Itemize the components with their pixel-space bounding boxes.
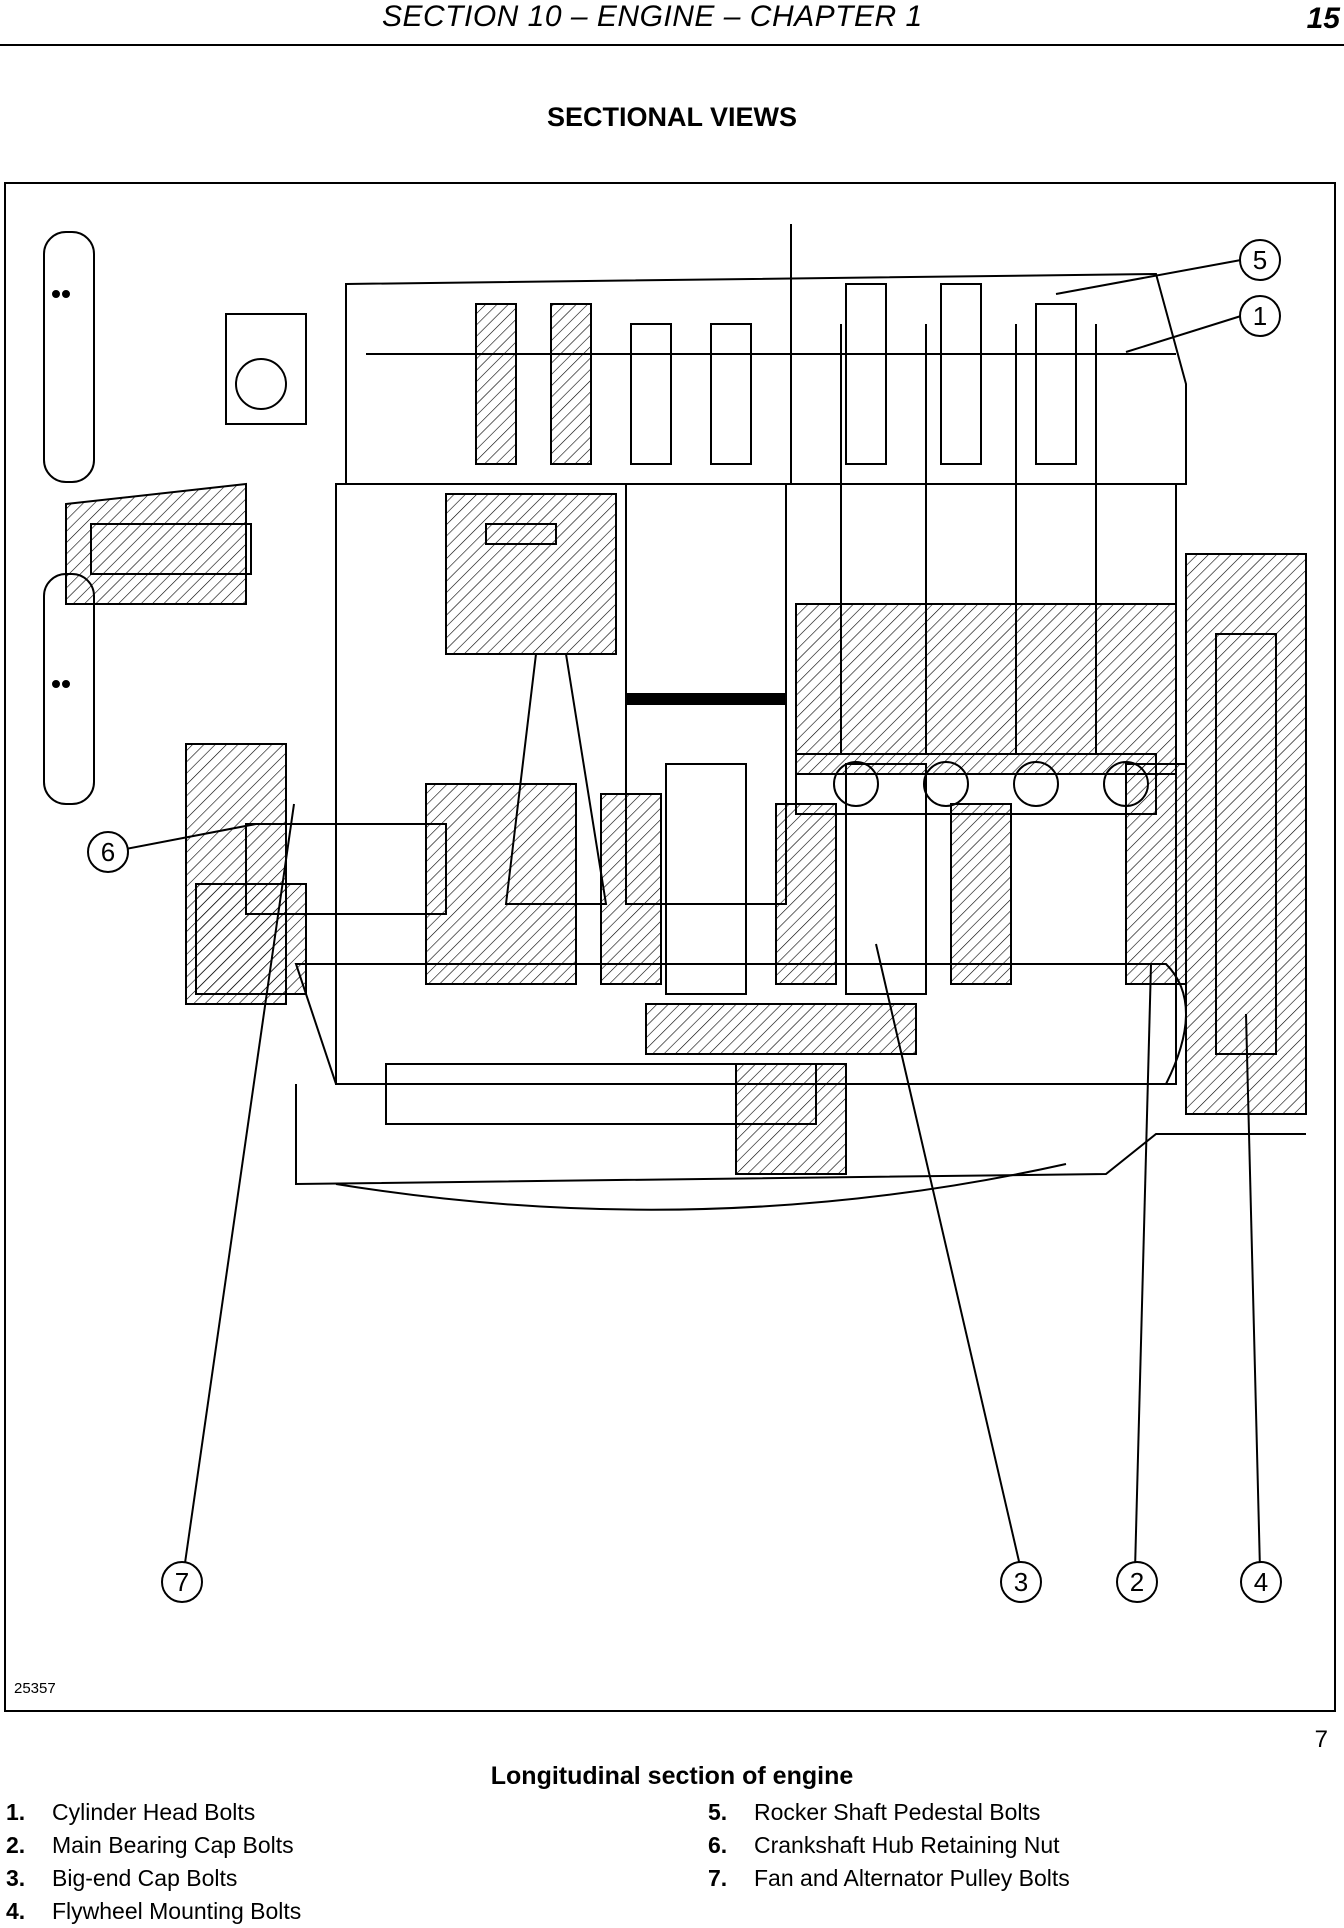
callout-4: 4 bbox=[1254, 1567, 1268, 1597]
legend-item: 1.Cylinder Head Bolts bbox=[6, 1799, 256, 1825]
callout-1: 1 bbox=[1253, 301, 1267, 331]
callout-7: 7 bbox=[175, 1567, 189, 1597]
engine-drawing: 5 1 6 7 3 2 4 bbox=[43, 224, 1307, 1603]
engine-sectional-figure: 5 1 6 7 3 2 4 bbox=[4, 182, 1336, 1712]
legend-item: 6.Crankshaft Hub Retaining Nut bbox=[708, 1832, 1060, 1858]
page-header: SECTION 10 – ENGINE – CHAPTER 1 15 bbox=[0, 0, 1344, 46]
figure-caption: Longitudinal section of engine bbox=[490, 1762, 854, 1790]
figure-number: 7 bbox=[1314, 1726, 1328, 1753]
callout-2: 2 bbox=[1130, 1567, 1144, 1597]
callout-5: 5 bbox=[1253, 245, 1267, 275]
header-title: SECTION 10 – ENGINE – CHAPTER 1 bbox=[382, 0, 923, 33]
image-id: 25357 bbox=[14, 1680, 56, 1697]
legend-item: 7.Fan and Alternator Pulley Bolts bbox=[708, 1865, 1070, 1891]
section-title: SECTIONAL VIEWS bbox=[546, 102, 798, 132]
legend-item: 4.Flywheel Mounting Bolts bbox=[6, 1898, 302, 1924]
legend-item: 2.Main Bearing Cap Bolts bbox=[6, 1832, 294, 1858]
legend-item: 5.Rocker Shaft Pedestal Bolts bbox=[708, 1799, 1041, 1825]
legend-right: 5.Rocker Shaft Pedestal Bolts 6.Cranksha… bbox=[708, 1796, 1070, 1895]
page-number: 15 bbox=[1306, 2, 1340, 35]
callout-3: 3 bbox=[1014, 1567, 1028, 1597]
callout-6: 6 bbox=[101, 837, 115, 867]
legend-item: 3.Big-end Cap Bolts bbox=[6, 1865, 238, 1891]
legend-left: 1.Cylinder Head Bolts 2.Main Bearing Cap… bbox=[6, 1796, 301, 1928]
